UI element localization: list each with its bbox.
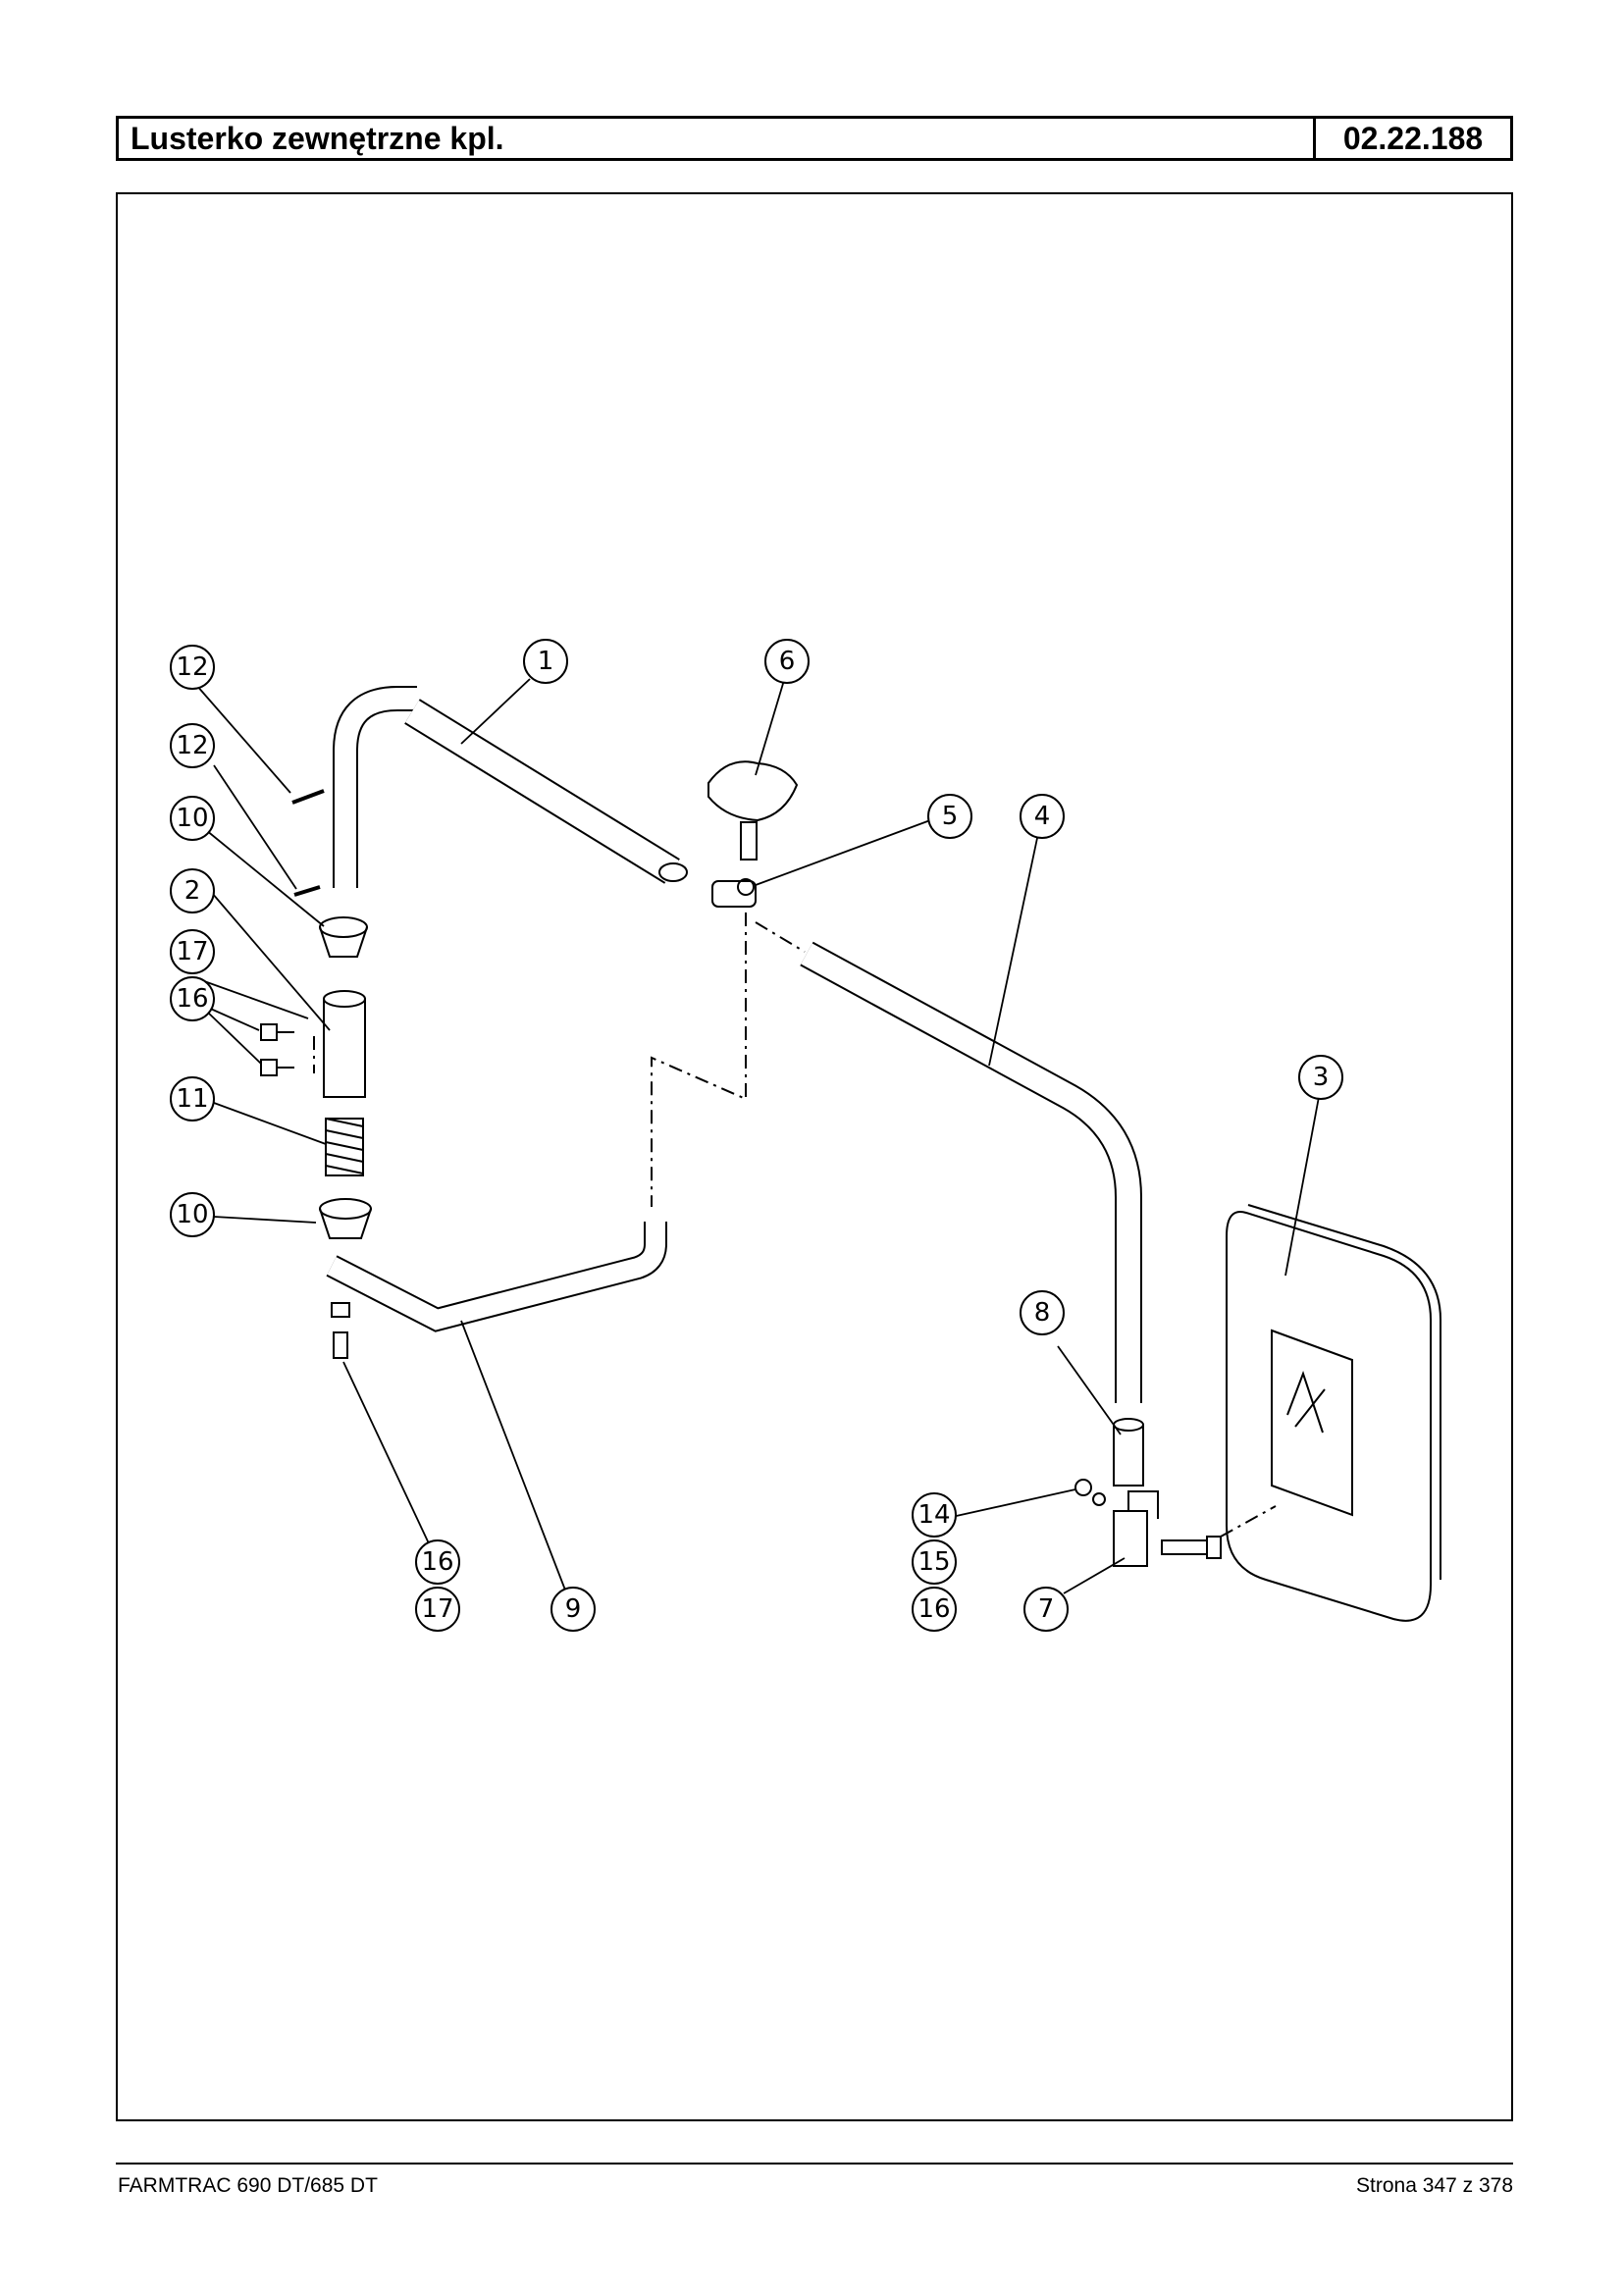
- callout-label-14: 14: [917, 1500, 950, 1530]
- callout-3: [1298, 1055, 1343, 1100]
- callout-4: [1020, 794, 1065, 839]
- part-16-bolts: [260, 1023, 350, 1359]
- callout-16b: [912, 1587, 957, 1632]
- callout-label-17a: 17: [176, 937, 208, 966]
- callout-label-17b: 17: [421, 1594, 453, 1624]
- callout-label-13: 12: [176, 731, 208, 760]
- part-code: 02.22.188: [1342, 121, 1484, 156]
- callout-9: [550, 1587, 596, 1632]
- callout-7: [1023, 1587, 1069, 1632]
- drawing-frame: [116, 192, 1513, 2121]
- part-8-sleeve: [1113, 1418, 1144, 1487]
- callout-label-12: 12: [176, 652, 208, 682]
- page-title: Lusterko zewnętrzne kpl.: [119, 119, 1316, 158]
- part-10-upper-cone: [319, 916, 368, 958]
- part-5-clamp: [711, 878, 757, 908]
- part-6-knob: [707, 760, 799, 861]
- callout-11: [170, 1076, 215, 1121]
- part-3-mirror: [1226, 1204, 1441, 1622]
- callout-10b: [170, 1192, 215, 1237]
- callout-label-5: 5: [942, 802, 959, 831]
- callout-label-11: 11: [176, 1084, 208, 1114]
- part-7-bracket: [1074, 1479, 1222, 1567]
- callout-label-6: 6: [779, 647, 796, 676]
- part-11-spring: [325, 1118, 364, 1176]
- footer-rule: [116, 2163, 1513, 2165]
- callout-17a: [170, 929, 215, 974]
- callout-label-15: 15: [917, 1547, 950, 1577]
- callout-label-10b: 10: [176, 1200, 208, 1229]
- callout-17b: [415, 1587, 460, 1632]
- callout-5: [927, 794, 972, 839]
- callout-label-9: 9: [565, 1594, 582, 1624]
- callout-bubbles: [170, 639, 1343, 1632]
- callout-label-3: 3: [1313, 1063, 1330, 1092]
- callout-label-7: 7: [1038, 1594, 1055, 1624]
- part-12-pin: [291, 789, 325, 805]
- callout-16a: [170, 976, 215, 1021]
- footer-page-number: Strona 347 z 378: [1356, 2174, 1513, 2197]
- callout-label-1: 1: [538, 647, 554, 676]
- callout-label-16c: 16: [421, 1547, 453, 1577]
- footer-model: FARMTRAC 690 DT/685 DT: [118, 2174, 378, 2197]
- callout-10a: [170, 796, 215, 841]
- part-4-tube: [800, 941, 1142, 1403]
- callout-label-8: 8: [1034, 1298, 1051, 1328]
- part-2-housing: [323, 990, 366, 1098]
- callout-label-10a: 10: [176, 804, 208, 833]
- callout-label-16a: 16: [176, 984, 208, 1014]
- callout-15: [912, 1539, 957, 1585]
- callout-12: [170, 645, 215, 690]
- callout-6: [764, 639, 810, 684]
- part-13-pin: [293, 885, 321, 897]
- leader-lines: [195, 676, 1320, 1606]
- callout-2: [170, 868, 215, 913]
- callout-label-16b: 16: [917, 1594, 950, 1624]
- part-10-lower-cone: [319, 1198, 372, 1239]
- callout-8: [1020, 1290, 1065, 1335]
- assembly-lines: [313, 913, 1277, 1538]
- callout-16c: [415, 1539, 460, 1585]
- part-9-arm: [326, 1222, 667, 1332]
- callout-14: [912, 1492, 957, 1538]
- header-bar: Lusterko zewnętrzne kpl. 02.22.188: [116, 116, 1513, 161]
- callout-label-4: 4: [1034, 802, 1051, 831]
- callout-13: [170, 723, 215, 768]
- callout-label-2: 2: [184, 876, 201, 906]
- callout-1: [523, 639, 568, 684]
- part-1-tube: [333, 686, 688, 888]
